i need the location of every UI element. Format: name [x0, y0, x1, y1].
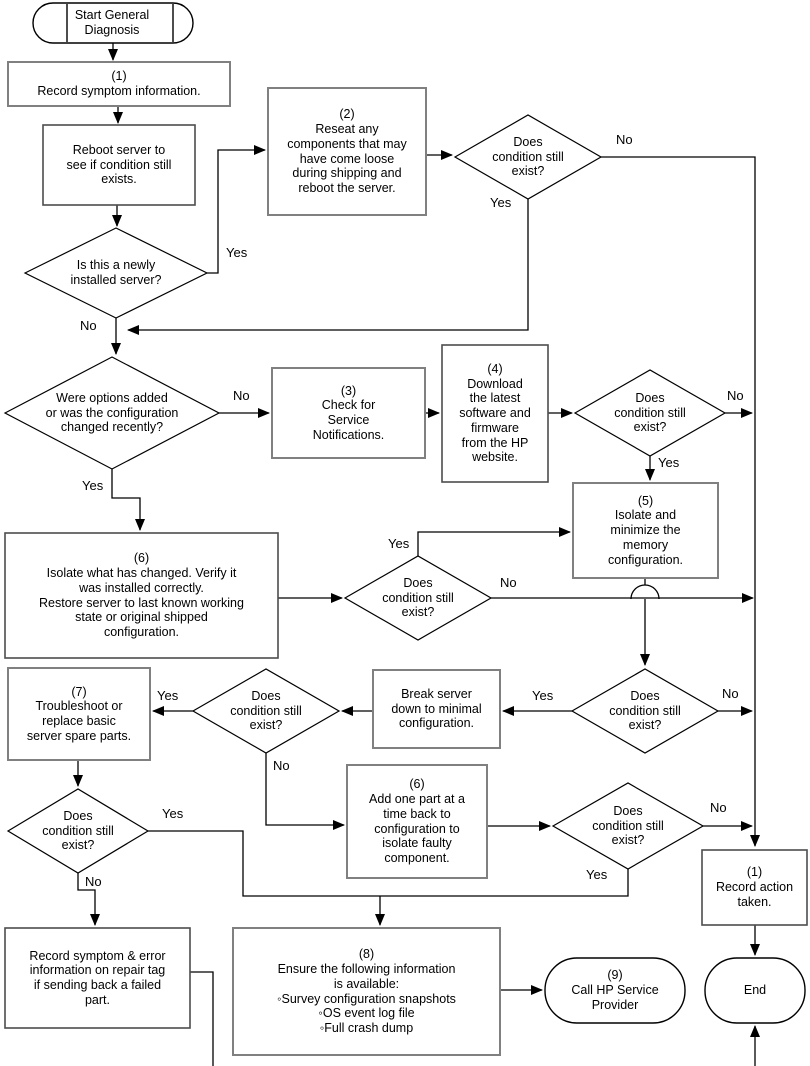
edge-options-yes-to-box6 [111, 469, 145, 531]
decision8-diamond: Does condition still exist? [42, 808, 114, 853]
decision6-diamond: Does condition still exist? [230, 688, 302, 733]
label-decision9-yes: Yes [586, 867, 608, 882]
decision4-diamond-shape [343, 555, 493, 641]
add-one-part-box-shape [346, 764, 488, 879]
decision3-diamond-shape [573, 369, 727, 457]
line-hop [630, 584, 660, 600]
newly-installed-diamond: Is this a newly installed server? [70, 258, 162, 287]
ensure-info-box-shape [232, 927, 501, 1056]
isolate-memory-box: (5) Isolate and minimize the memory conf… [607, 493, 684, 567]
label-decision6-yes: Yes [157, 688, 179, 703]
reseat-box: (2) Reseat any components that may have … [287, 107, 407, 195]
decision4-diamond: Does condition still exist? [382, 575, 454, 620]
label-options-no: No [233, 388, 250, 403]
edge-decision8-no-to-repairtag [77, 873, 100, 926]
troubleshoot-box-shape [7, 667, 151, 761]
decision9-diamond-shape [551, 782, 705, 870]
record-symptom-box-shape [7, 61, 231, 107]
call-hp-terminal: (9) Call HP Service Provider [571, 968, 659, 1012]
label-decision4-yes: Yes [388, 536, 410, 551]
decision8-diamond-shape [6, 788, 150, 874]
label-decision1-no: No [616, 132, 633, 147]
label-decision8-no: No [85, 874, 102, 889]
call-hp-terminal-shape [544, 957, 686, 1024]
label-decision9-no: No [710, 800, 727, 815]
label-decision3-no: No [727, 388, 744, 403]
label-options-yes: Yes [82, 478, 104, 493]
edge-decision8-yes-collector [148, 830, 380, 897]
edge-decision4-yes-to-box5 [417, 527, 571, 556]
decision1-diamond-shape [453, 114, 603, 200]
decision3-diamond: Does condition still exist? [614, 390, 686, 435]
edge-decision9-yes-collector [380, 869, 629, 897]
decision7-diamond-shape [570, 668, 720, 754]
label-decision3-yes: Yes [658, 455, 680, 470]
edge-decision6-no-to-addpart [265, 753, 345, 830]
start-terminal-shape [32, 2, 194, 44]
edge-newly-yes-to-reseat [207, 145, 266, 274]
edge-decision1-yes-return [127, 199, 529, 335]
isolate-changed-box-shape [4, 532, 279, 659]
decision6-diamond-shape [191, 668, 341, 754]
label-newly-no: No [80, 318, 97, 333]
reboot-box-shape [42, 124, 196, 206]
options-added-diamond: Were options added or was the configurat… [45, 390, 179, 435]
check-service-box-shape [271, 367, 426, 459]
label-decision4-no: No [500, 575, 517, 590]
decision9-diamond: Does condition still exist? [592, 803, 664, 848]
end-terminal-shape [704, 957, 806, 1024]
newly-installed-diamond-shape [23, 227, 209, 319]
download-box: (4) Download the latest software and fir… [459, 361, 531, 465]
decision1-diamond: Does condition still exist? [492, 134, 564, 179]
reseat-box-shape [267, 87, 427, 216]
break-server-box-shape [372, 669, 501, 749]
record-action-box: (1) Record action taken. [715, 865, 794, 909]
label-decision7-yes: Yes [532, 688, 554, 703]
isolate-memory-box-shape [572, 482, 719, 579]
end-terminal: End [743, 983, 767, 998]
add-one-part-box: (6) Add one part at a time back to confi… [369, 777, 465, 865]
break-server-box: Break server down to minimal configurati… [391, 686, 482, 731]
edge-repairtag-offpage [190, 971, 214, 1066]
options-added-diamond-shape [3, 356, 221, 470]
label-decision7-no: No [722, 686, 739, 701]
record-repair-tag-box-shape [4, 927, 191, 1029]
label-decision1-yes: Yes [490, 195, 512, 210]
ensure-info-box: (8) Ensure the following information is … [277, 947, 456, 1035]
check-service-box: (3) Check for Service Notifications. [312, 383, 385, 442]
decision7-diamond: Does condition still exist? [609, 688, 681, 733]
record-repair-tag-box: Record symptom & error information on re… [29, 948, 166, 1007]
label-decision8-yes: Yes [162, 806, 184, 821]
record-symptom-box: (1) Record symptom information. [37, 69, 201, 98]
start-terminal: Start General Diagnosis [74, 8, 150, 37]
reboot-box: Reboot server to see if condition still … [66, 142, 172, 187]
record-action-box-shape [701, 849, 808, 926]
troubleshoot-box: (7) Troubleshoot or replace basic server… [26, 684, 132, 743]
label-newly-yes: Yes [226, 245, 248, 260]
edge-decision1-no-trunk [601, 156, 760, 847]
isolate-changed-box: (6) Isolate what has changed. Verify it … [39, 551, 244, 639]
download-box-shape [441, 344, 549, 483]
label-decision6-no: No [273, 758, 290, 773]
